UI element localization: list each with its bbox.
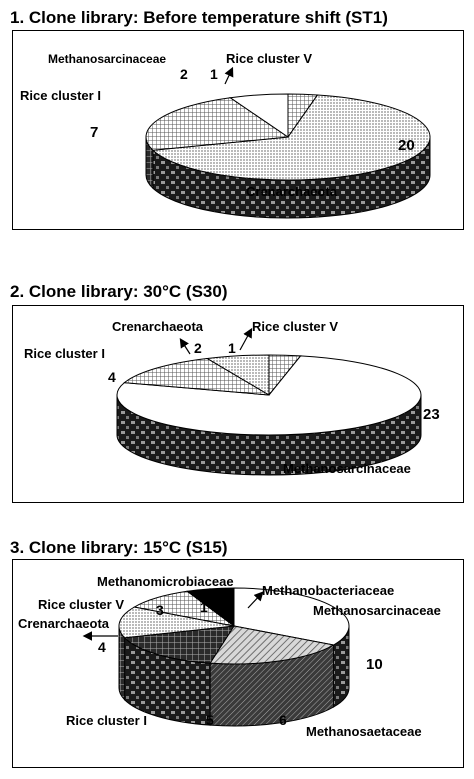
chart1-label-methanosarcinaceae: Methanosarcinaceae [48, 52, 166, 66]
chart1-slice-crenarchaeota [151, 94, 431, 181]
chart3-title: 3. Clone library: 15°C (S15) [10, 538, 228, 557]
chart1-title: 1. Clone library: Before temperature shi… [10, 8, 388, 27]
chart2-value-methanosarcinaceae: 23 [423, 406, 440, 423]
chart3-frame [12, 559, 464, 768]
chart1-arrow-rice-cluster-v-3 [224, 66, 234, 85]
chart2-frame [12, 305, 464, 503]
chart3-slice-methanobacteriaceae [209, 587, 235, 628]
chart1-value-crenarchaeota: 20 [398, 137, 415, 154]
chart1-frame [12, 30, 464, 230]
chart3-label-crenarchaeota: Crenarchaeota [18, 616, 110, 631]
chart2-label-methanosarcinaceae: Methanosarcinaceae [283, 461, 411, 476]
chart3-value-methanomicrobiaceae: 1 [200, 599, 208, 615]
chart1-label-rice-cluster-i: Rice cluster I [20, 88, 101, 103]
chart3-arrow-methanobacteriaceae-2 [247, 591, 264, 609]
chart3-label-methanomicrobiaceae: Methanomicrobiaceae [97, 574, 234, 589]
chart3-value-rice-cluster-v: 3 [156, 602, 164, 618]
chart1-value-rice-cluster-i: 7 [90, 124, 98, 141]
chart3-slice-methanosaetaceae [209, 625, 336, 665]
chart2-pie [116, 354, 422, 476]
chart2-value-crenarchaeota: 2 [194, 340, 202, 356]
chart3-value-methanosaetaceae: 6 [279, 712, 287, 728]
chart1-pie [145, 93, 431, 219]
chart3-slice-rice-cluster-v [132, 590, 235, 627]
chart2-arrow-rice-cluster-v-3 [239, 327, 253, 351]
chart3-label-rice-cluster-i: Rice cluster I [66, 713, 147, 728]
chart1-slice-rice-cluster-i [145, 97, 290, 151]
chart2-slice-crenarchaeota [205, 354, 270, 396]
chart1-label-rice-cluster-v: Rice cluster V [226, 51, 312, 66]
chart2-value-rice-cluster-v: 1 [228, 340, 236, 356]
chart3-pie [118, 587, 350, 727]
chart1-value-rice-cluster-v: 1 [210, 66, 218, 82]
chart1-slice-methanosarcinaceae [228, 93, 289, 138]
chart3-value-rice-cluster-i: 5 [206, 712, 214, 728]
chart3-label-methanosarcinaceae: Methanosarcinaceae [313, 603, 441, 618]
chart2-value-rice-cluster-i: 4 [108, 369, 116, 385]
chart3-value-methanosarcinaceae: 10 [366, 656, 383, 673]
chart1-label-crenarchaeota: Crenarchaeota [246, 184, 338, 199]
chart1-value-methanosarcinaceae: 2 [180, 66, 188, 82]
chart2-label-rice-cluster-i: Rice cluster I [24, 346, 105, 361]
chart3-label-methanobacteriaceae: Methanobacteriaceae [262, 583, 394, 598]
chart3-slice-crenarchaeota [118, 606, 235, 639]
chart3-value-methanobacteriaceae: 1 [222, 599, 230, 615]
chart2-slice-rice-cluster-i [123, 357, 270, 396]
chart3-slice-methanosarcinaceae [233, 587, 350, 646]
chart3-label-methanosaetaceae: Methanosaetaceae [306, 724, 422, 739]
chart2-label-crenarchaeota: Crenarchaeota [112, 319, 204, 334]
chart2-title: 2. Clone library: 30°C (S30) [10, 282, 228, 301]
chart2-label-rice-cluster-v: Rice cluster V [252, 319, 338, 334]
chart3-label-rice-cluster-v: Rice cluster V [38, 597, 124, 612]
chart2-arrow-crenarchaeota-1 [179, 337, 191, 355]
chart3-value-crenarchaeota: 4 [98, 639, 106, 655]
